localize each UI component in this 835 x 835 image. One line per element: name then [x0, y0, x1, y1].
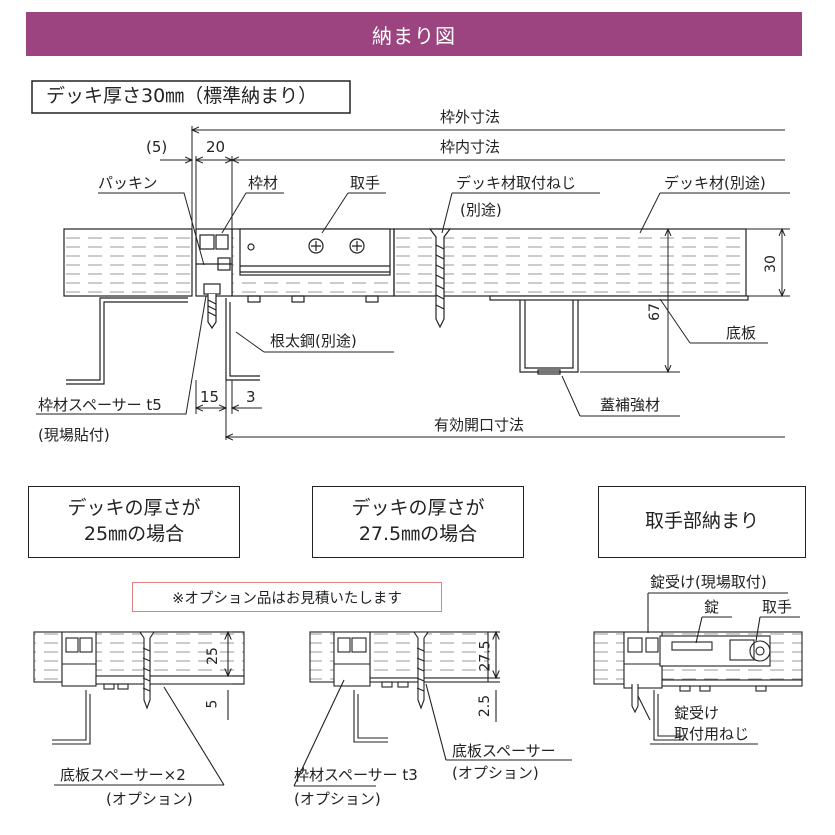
sub275-dim-bottom: 2.5 — [477, 694, 494, 718]
handle-detail-handle-label: 取手 — [762, 598, 793, 616]
option-note-box: ※オプション品はお見積いたします — [132, 582, 442, 612]
gap-dimension-label: (5) — [146, 138, 168, 156]
lock-label: 錠 — [704, 598, 720, 616]
inner-dimension-label: 枠内寸法 — [440, 138, 501, 156]
main-leader-lines — [36, 192, 790, 417]
sub275-drawing — [293, 632, 572, 787]
case-25mm-box: デッキの厚さが 25㎜の場合 — [28, 486, 240, 558]
height-67-label: 67 — [646, 303, 663, 321]
packing-label: パッキン — [98, 174, 158, 192]
main-section-drawing — [63, 228, 749, 385]
sub25-drawing — [33, 632, 245, 786]
frame-width-label: 20 — [206, 138, 226, 156]
sub275-frame-spacer-note: (オプション) — [294, 790, 381, 808]
frame-spacer-label: 枠材スペーサー t5 — [38, 396, 162, 414]
case-25mm-label: デッキの厚さが 25㎜の場合 — [67, 497, 201, 545]
sub275-frame-spacer-label: 枠材スペーサー t3 — [294, 766, 418, 784]
deck-label: デッキ材(別途) — [664, 174, 766, 192]
handle-label: 取手 — [350, 174, 381, 192]
screw-note-label: (別途) — [460, 201, 502, 219]
main-diagram-title: デッキ厚さ30㎜（標準納まり） — [46, 85, 318, 107]
sub25-dim-top: 25 — [204, 647, 221, 665]
receiver-screw-label-2: 取付用ねじ — [674, 725, 750, 743]
lock-receiver-label: 錠受け(現場取付) — [650, 573, 767, 591]
handle-detail-label: 取手部納まり — [644, 510, 759, 533]
case-27-5mm-label: デッキの厚さが 27.5㎜の場合 — [351, 497, 485, 545]
frame-label: 枠材 — [248, 174, 279, 192]
base-plate-label: 底板 — [726, 324, 757, 342]
joist-label: 根太鋼(別途) — [270, 332, 357, 350]
header-title: 納まり図 — [372, 23, 456, 48]
outer-dimension-label: 枠外寸法 — [440, 108, 501, 126]
header-banner: 納まり図 — [26, 12, 802, 56]
screw-label: デッキ材取付ねじ — [456, 174, 577, 192]
handle-detail-box: 取手部納まり — [598, 486, 806, 558]
sub275-base-spacer-note: (オプション) — [452, 764, 539, 782]
stiffener-label: 蓋補強材 — [600, 396, 661, 414]
sub25-spacer-note: (オプション) — [106, 790, 193, 808]
case-27-5mm-box: デッキの厚さが 27.5㎜の場合 — [312, 486, 524, 558]
opening-dimension-label: 有効開口寸法 — [434, 416, 525, 434]
receiver-screw-label-1: 錠受け — [674, 704, 720, 722]
option-note: ※オプション品はお見積いたします — [172, 590, 402, 607]
sub275-base-spacer-label: 底板スペーサー — [452, 742, 556, 760]
sub25-spacer-label: 底板スペーサー×2 — [60, 766, 186, 784]
handle-detail-drawing — [593, 592, 803, 745]
frame-spacer-note: (現場貼付) — [38, 426, 110, 444]
thickness-30-label: 30 — [762, 255, 779, 273]
main-dimension-lines — [160, 126, 790, 440]
dim-15-label: 15 — [200, 388, 220, 406]
dim-3-label: 3 — [246, 388, 256, 406]
sub25-dim-bottom: 5 — [204, 699, 221, 709]
sub275-dim-top: 27.5 — [477, 640, 494, 672]
main-title-box — [31, 80, 351, 114]
